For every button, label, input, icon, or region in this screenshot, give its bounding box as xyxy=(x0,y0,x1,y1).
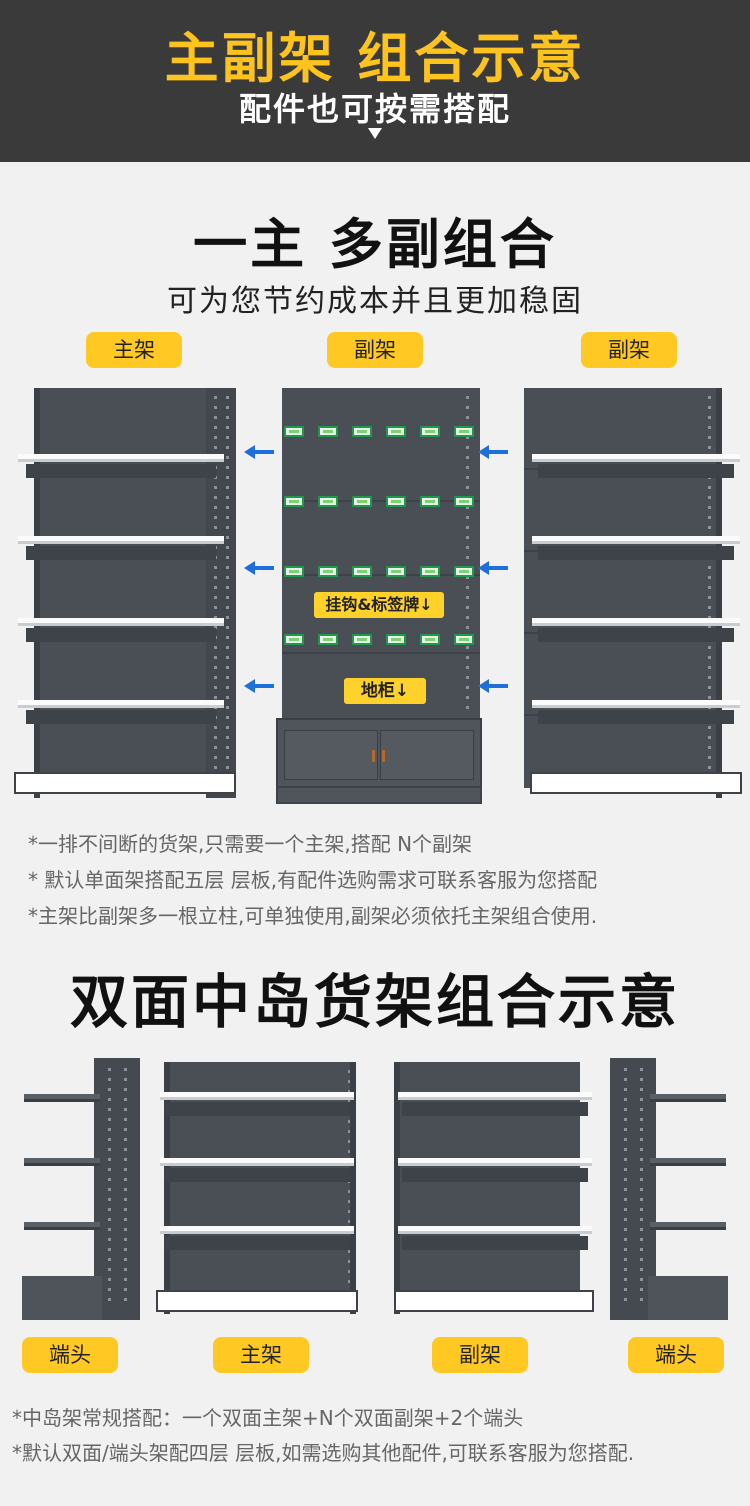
tag-double-main: 主架 xyxy=(213,1337,309,1373)
double-sub-rack-illustration xyxy=(394,1062,600,1318)
page-subtitle: 配件也可按需搭配 xyxy=(238,90,511,128)
section1-title: 一主 多副组合 xyxy=(193,213,557,276)
tag-end-cap-left: 端头 xyxy=(22,1337,118,1373)
tag-sub-rack: 副架 xyxy=(327,332,423,368)
tag-double-sub: 副架 xyxy=(432,1337,528,1373)
arrow-left-icon xyxy=(478,679,508,693)
end-cap-right-illustration xyxy=(606,1058,730,1322)
section2-title: 双面中岛货架组合示意 xyxy=(69,968,680,1036)
end-cap-left-illustration xyxy=(20,1058,144,1322)
cabinet-callout: 地柜↓ xyxy=(344,678,426,704)
note-line: *默认双面/端头架配四层 层板,如需选购其他配件,可联系客服为您搭配. xyxy=(12,1441,635,1465)
arrow-left-icon xyxy=(478,445,508,459)
main-rack-illustration xyxy=(12,388,238,808)
double-main-rack-illustration xyxy=(154,1062,360,1318)
page-title: 主副架 组合示意 xyxy=(164,27,586,90)
sub-rack-with-hooks-illustration xyxy=(276,388,488,808)
note-line: *一排不间断的货架,只需要一个主架,搭配 N个副架 xyxy=(28,832,473,856)
arrow-left-icon xyxy=(244,561,274,575)
tag-end-cap-right: 端头 xyxy=(628,1337,724,1373)
note-line: * 默认单面架搭配五层 层板,有配件选购需求可联系客服为您搭配 xyxy=(28,868,598,892)
sub-rack-illustration xyxy=(520,388,746,808)
section1-subtitle: 可为您节约成本并且更加稳固 xyxy=(167,284,583,319)
tag-sub-rack-2: 副架 xyxy=(581,332,677,368)
arrow-left-icon xyxy=(478,561,508,575)
down-arrow-icon xyxy=(368,128,382,139)
note-line: *主架比副架多一根立柱,可单独使用,副架必须依托主架组合使用. xyxy=(28,904,598,928)
hooks-label-callout: 挂钩&标签牌↓ xyxy=(314,592,444,618)
arrow-left-icon xyxy=(244,445,274,459)
note-line: *中岛架常规搭配：一个双面主架+N个双面副架+2个端头 xyxy=(12,1406,524,1430)
arrow-left-icon xyxy=(244,679,274,693)
header-banner: 主副架 组合示意 配件也可按需搭配 xyxy=(0,0,750,162)
tag-main-rack: 主架 xyxy=(86,332,182,368)
